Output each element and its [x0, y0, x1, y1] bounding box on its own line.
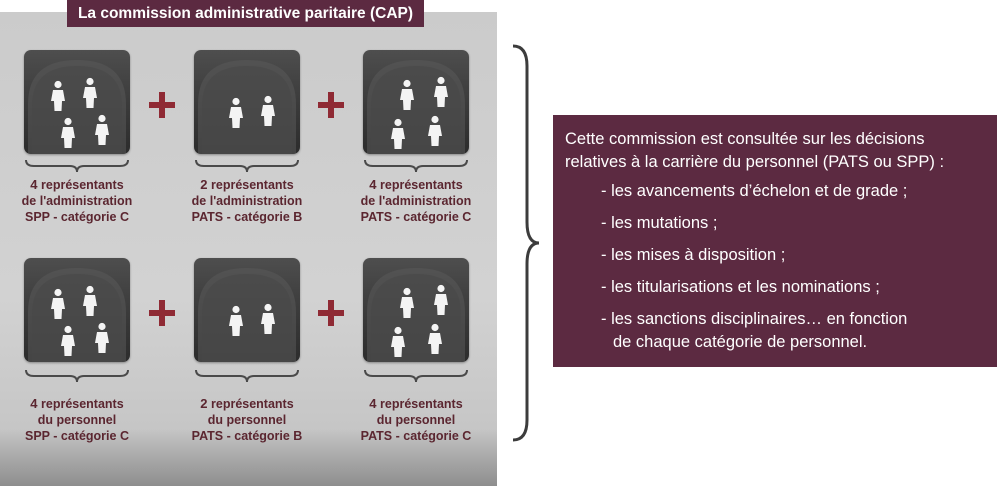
person-icon [61, 325, 75, 356]
caption-line-3: PATS - catégorie C [360, 429, 472, 443]
caption-admin-pats-b: 2 représentants de l'administration PATS… [172, 177, 322, 225]
admin-pats-c-figures [367, 60, 465, 154]
people-icon [363, 258, 469, 362]
caption-line-1: 4 représentants [30, 396, 124, 411]
admin-spp-c-figures [28, 60, 126, 154]
brace-icon [25, 369, 129, 383]
person-icon [434, 76, 448, 107]
person-icon [434, 284, 448, 315]
person-icon [83, 77, 97, 108]
person-icon [229, 305, 243, 336]
person-icon [400, 287, 414, 318]
caption-staff-pats-b: 2 représentants du personnel PATS - caté… [172, 396, 322, 444]
description-box: Cette commission est consultée sur les d… [553, 115, 997, 367]
caption-admin-pats-c: 4 représentants de l'administration PATS… [341, 177, 491, 225]
plus-icon [149, 300, 175, 326]
people-icon [24, 50, 130, 154]
people-icon [24, 258, 130, 362]
list-item-text: - les sanctions disciplinaires… en fonct… [601, 310, 908, 328]
list-item: - les sanctions disciplinaires… en fonct… [601, 308, 987, 354]
caption-line-2: du personnel [376, 413, 456, 427]
list-item-continuation: de chaque catégorie de personnel. [613, 333, 868, 351]
decision-list: - les avancements d’échelon et de grade … [565, 180, 987, 354]
caption-line-2: du personnel [207, 413, 287, 427]
caption-admin-spp-c: 4 représentants de l'administration SPP … [2, 177, 152, 225]
people-icon [194, 258, 300, 362]
brace-icon [25, 159, 129, 173]
caption-line-3: SPP - catégorie C [25, 429, 129, 443]
description-intro: Cette commission est consultée sur les d… [565, 130, 945, 171]
brace-icon [195, 369, 299, 383]
brace-icon [512, 44, 540, 442]
person-icon [428, 323, 442, 354]
caption-line-3: PATS - catégorie B [191, 429, 303, 443]
caption-line-2: du personnel [37, 413, 117, 427]
person-icon [95, 322, 109, 353]
person-icon [83, 285, 97, 316]
person-icon [229, 97, 243, 128]
plus-icon [318, 300, 344, 326]
list-item: - les titularisations et les nominations… [601, 278, 880, 296]
person-icon [391, 326, 405, 357]
caption-line-3: PATS - catégorie B [191, 210, 303, 224]
caption-line-1: 2 représentants [200, 177, 294, 192]
caption-line-1: 4 représentants [369, 396, 463, 411]
list-item: - les mutations ; [601, 214, 718, 232]
brace-icon [195, 159, 299, 173]
caption-line-1: 4 représentants [30, 177, 124, 192]
person-icon [51, 80, 65, 111]
caption-line-2: de l'administration [360, 194, 472, 208]
brace-icon [364, 159, 468, 173]
page-title: La commission administrative paritaire (… [67, 0, 424, 27]
caption-line-3: SPP - catégorie C [25, 210, 129, 224]
staff-pats-b-figures [198, 268, 296, 362]
admin-pats-b-figures [198, 60, 296, 154]
staff-spp-c-figures [28, 268, 126, 362]
caption-staff-pats-c: 4 représentants du personnel PATS - caté… [341, 396, 491, 444]
people-icon [363, 50, 469, 154]
person-icon [51, 288, 65, 319]
person-icon [391, 118, 405, 149]
caption-line-3: PATS - catégorie C [360, 210, 472, 224]
caption-line-1: 4 représentants [369, 177, 463, 192]
caption-line-2: de l'administration [191, 194, 303, 208]
person-icon [428, 115, 442, 146]
person-icon [95, 114, 109, 145]
person-icon [400, 79, 414, 110]
brace-icon [364, 369, 468, 383]
person-icon [261, 95, 275, 126]
caption-staff-spp-c: 4 représentants du personnel SPP - catég… [2, 396, 152, 444]
list-item: - les mises à disposition ; [601, 246, 786, 264]
people-icon [194, 50, 300, 154]
cap-panel: 4 représentants de l'administration SPP … [0, 12, 497, 486]
plus-icon [149, 92, 175, 118]
caption-line-1: 2 représentants [200, 396, 294, 411]
person-icon [61, 117, 75, 148]
plus-icon [318, 92, 344, 118]
list-item: - les avancements d’échelon et de grade … [601, 182, 908, 200]
caption-line-2: de l'administration [21, 194, 133, 208]
staff-pats-c-figures [367, 268, 465, 362]
person-icon [261, 303, 275, 334]
